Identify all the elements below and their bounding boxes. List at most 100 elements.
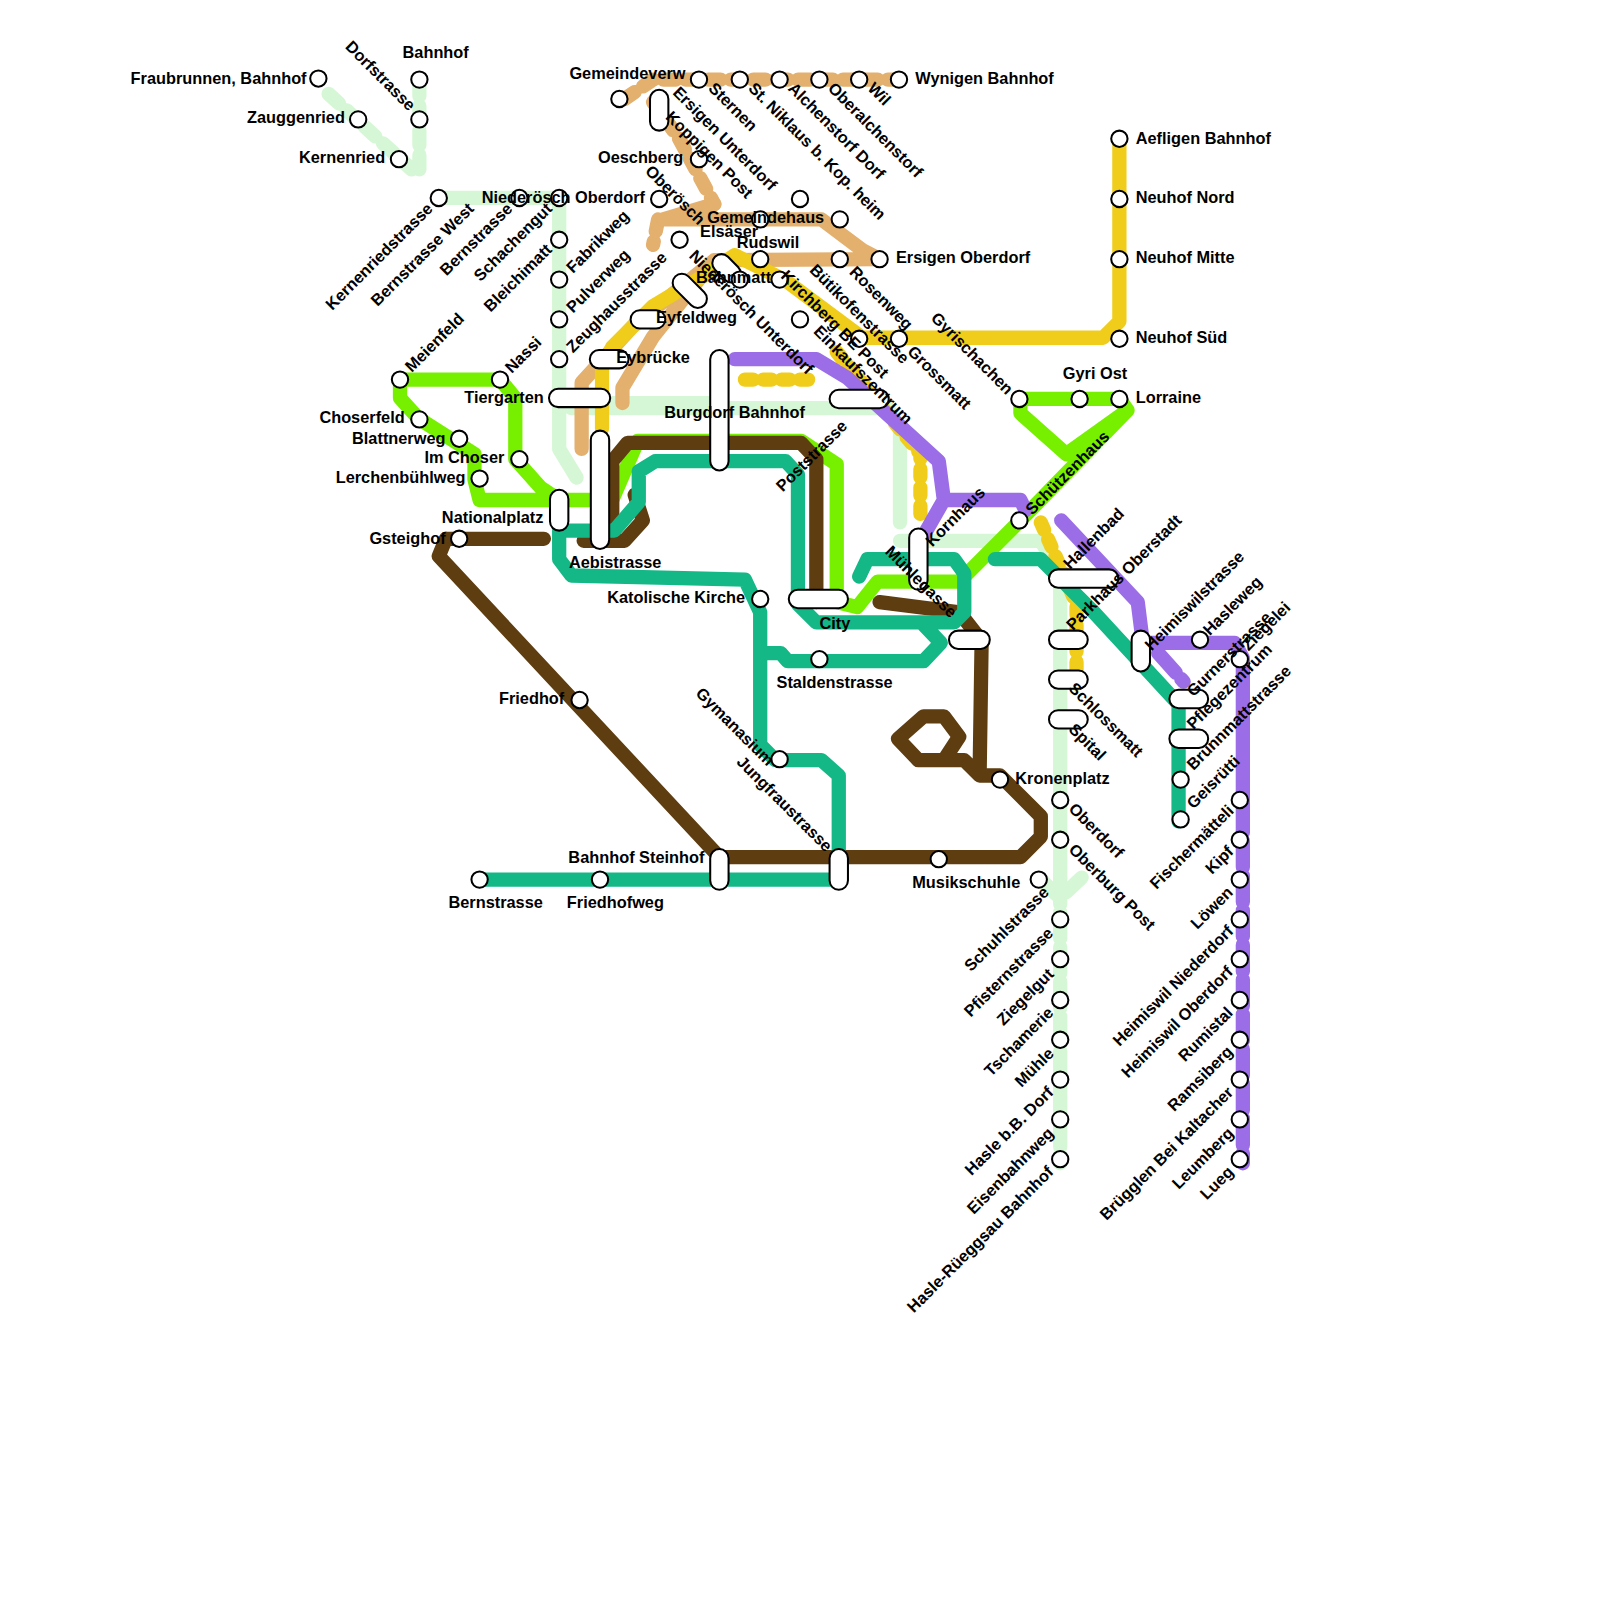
station [752,251,768,267]
station [1052,951,1068,967]
station-label: Hasle-Rüeggsau Bahnhof [904,1163,1057,1316]
station [350,111,366,127]
station-label: Im Choser [424,449,504,467]
interchange [591,431,609,549]
station [1111,331,1127,347]
station-label: Bernstrasse [448,894,542,912]
station [1111,191,1127,207]
station [391,151,407,167]
station-group [310,70,1248,1167]
station-label: City [819,614,850,632]
station [1052,1151,1068,1167]
station [551,271,567,287]
station-label: Zauggenried [247,109,345,127]
station [1052,992,1068,1008]
station-label: Gyri Ost [1063,364,1127,382]
station [411,111,427,127]
station-label: Friedhof [499,690,564,708]
station-label: Katolische Kirche [607,589,745,607]
interchange [789,590,848,608]
station-label: Nationalplatz [442,509,544,527]
station [1232,1071,1248,1087]
station [811,651,827,667]
station [1052,1032,1068,1048]
station-label: Neuhof Mitte [1136,249,1235,267]
station-label: Kronenplatz [1015,769,1109,787]
station [1071,391,1087,407]
purple-line [735,359,1243,806]
station [1111,391,1127,407]
station [551,351,567,367]
station-label: Fraubrunnen, Bahnhof [131,69,307,87]
station-label: Bahnhof Steinhof [568,849,704,867]
station [492,371,508,387]
station [752,591,768,607]
station-label: Staldenstrasse [777,673,893,691]
station [1111,251,1127,267]
station [1232,871,1248,887]
station-label: Aefligen Bahnhof [1136,130,1271,148]
station-label: Rudswil [737,234,800,252]
station [792,311,808,327]
station [811,71,827,87]
station [871,251,887,267]
station [1052,1111,1068,1127]
station [1052,911,1068,927]
station [1052,792,1068,808]
station [451,431,467,447]
station [792,191,808,207]
station [551,311,567,327]
station-label: Burgdorf Bahnhof [664,404,805,422]
station-label: Nassi [502,333,546,377]
station [1052,1071,1068,1087]
interchange [1049,631,1088,649]
station-label: Niederösch Oberdorf [482,189,645,207]
station [310,70,326,86]
station [732,71,748,87]
station [891,71,907,87]
station-label: Meienfeld [402,310,468,376]
station [551,232,567,248]
station [691,71,707,87]
station [611,91,627,107]
station-label: Bahnhof [403,44,469,62]
station [392,371,408,387]
station [411,411,427,427]
station-label: Lorraine [1136,389,1201,407]
station-label: Neuhof Nord [1136,189,1235,207]
station [1011,512,1027,528]
station [832,251,848,267]
station [1232,792,1248,808]
station [1111,131,1127,147]
station-label: Kernenried [299,149,385,167]
station [671,232,687,248]
station [411,71,427,87]
station-label: Friedhofweg [567,894,664,912]
interchange [949,631,990,649]
station [1232,1151,1248,1167]
station-label: Lerchenbühlweg [336,468,466,486]
station-label: Blattnerweg [352,430,445,448]
station [1011,391,1027,407]
station [1172,771,1188,787]
station [1172,811,1188,827]
interchange [550,490,568,531]
station [1232,911,1248,927]
station [832,211,848,227]
station [1232,992,1248,1008]
station-label: Eyfeldweg [656,309,737,327]
station-label: Gsteighof [369,530,445,548]
station [592,871,608,887]
station [431,190,447,206]
station [1232,1111,1248,1127]
station-label: Neuhof Süd [1136,329,1228,347]
station-label: Aebistrasse [569,554,662,572]
station [1232,1032,1248,1048]
lightgreen-line [439,198,1060,878]
station-label: Choserfeld [319,409,404,427]
interchange [830,849,848,890]
station [771,71,787,87]
station-label: Eybrücke [616,349,690,367]
